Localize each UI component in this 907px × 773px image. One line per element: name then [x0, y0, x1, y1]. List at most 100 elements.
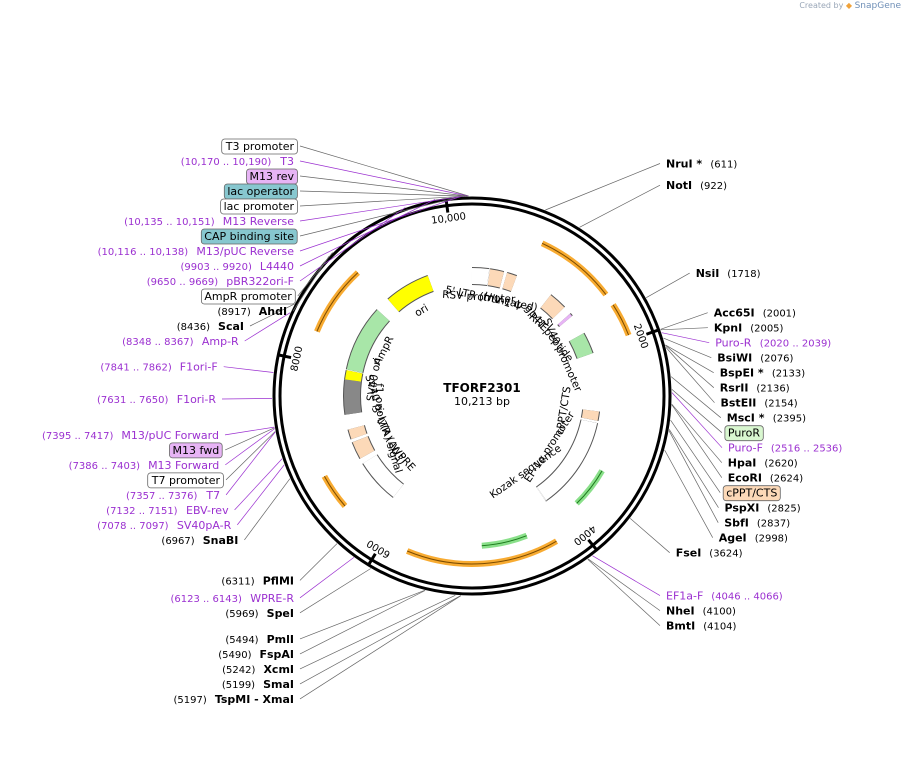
- primer-range-p8: (7395 .. 7417): [42, 431, 114, 442]
- primer-p12: SV40pA-R: [177, 519, 232, 532]
- enzyme-position-e9: (2395): [773, 414, 806, 425]
- primer-p7: F1ori-R: [177, 393, 217, 406]
- tick-label-10000: 10,000: [431, 211, 467, 226]
- primer-p9: M13 Forward: [148, 459, 219, 472]
- enzyme-site-e13: SbfI: [724, 517, 749, 530]
- enzyme-position-e3: (2001): [763, 309, 796, 320]
- leader-p14: [592, 556, 660, 596]
- plasmid-name: TFORF2301: [443, 381, 520, 395]
- enzyme-position-e21: (5490): [218, 650, 251, 661]
- primer-range-p10: (7357 .. 7376): [126, 491, 198, 502]
- enzyme-site-e25: SnaBI: [203, 534, 239, 547]
- tick-2000: [646, 330, 658, 334]
- enzyme-site-e6: BspEI *: [720, 367, 764, 380]
- enzyme-position-e6: (2133): [772, 369, 805, 380]
- primer-p11: EBV-rev: [186, 504, 229, 517]
- feature-arc-3: [546, 301, 559, 313]
- leader-p12: [237, 465, 284, 525]
- enzyme-position-e10: (2620): [764, 459, 797, 470]
- feature-arc-12: [352, 381, 353, 414]
- primer-p8: M13/pUC Forward: [121, 429, 219, 442]
- enzyme-site-e8: BstEII: [721, 397, 757, 410]
- leader-e17: [588, 559, 660, 625]
- leader-b0: [300, 146, 469, 196]
- primer-p5: Amp-R: [202, 335, 239, 348]
- enzyme-site-e14: AgeI: [719, 532, 747, 545]
- feature-arc-2: [505, 281, 514, 284]
- enzyme-position-e19: (5199): [222, 680, 255, 691]
- leader-b9: [671, 420, 721, 493]
- feature-tag-b6: M13 fwd: [173, 444, 220, 457]
- enzyme-position-e14: (2998): [755, 534, 788, 545]
- leader-e3: [661, 313, 708, 330]
- enzyme-site-e20: XcmI: [263, 663, 294, 676]
- primer-range-p12: (7078 .. 7097): [97, 521, 169, 532]
- enzyme-position-e0: (611): [710, 160, 737, 171]
- leader-b2: [300, 191, 466, 196]
- primer-range-p2: (10,116 .. 10,138): [98, 247, 189, 258]
- leader-p7: [222, 398, 272, 399]
- leader-e14: [665, 450, 713, 538]
- enzyme-position-e4: (2005): [750, 324, 783, 335]
- leader-e2: [646, 273, 690, 298]
- primer-range-p0: (10,170 .. 10,190): [181, 157, 272, 168]
- enzyme-site-e5: BsiWI: [717, 352, 752, 365]
- leader-e23: [300, 569, 371, 613]
- leader-e20: [300, 595, 455, 669]
- leader-b1: [300, 176, 467, 196]
- primer-range-p3: (9903 .. 9920): [180, 262, 252, 273]
- primer-range-p13: (6123 .. 6143): [170, 594, 242, 605]
- enzyme-site-e9: MscI *: [727, 412, 765, 425]
- primer-range-p1: (10,135 .. 10,151): [124, 217, 215, 228]
- enzyme-site-e23: SpeI: [267, 607, 294, 620]
- enzyme-position-e18: (5197): [174, 695, 207, 706]
- snapgene-watermark: Created by ◆ SnapGene: [799, 1, 901, 11]
- feature-arc-10: [360, 439, 367, 454]
- leader-e21: [300, 591, 425, 654]
- primer-p10: T7: [205, 489, 220, 502]
- primer-p6: F1ori-F: [180, 361, 218, 374]
- primer-p3: L4440: [260, 260, 294, 273]
- primer-p13: WPRE-R: [250, 592, 294, 605]
- feature-arc-5: [577, 337, 586, 356]
- leader-e11: [672, 405, 722, 478]
- enzyme-position-e11: (2624): [770, 474, 803, 485]
- feature-tag-b2: lac operator: [227, 185, 294, 198]
- leader-p0: [300, 161, 468, 196]
- leader-e15: [630, 518, 670, 552]
- primer-range-p11: (7132 .. 7151): [106, 506, 178, 517]
- primer-p0: T3: [279, 155, 294, 168]
- tick-label-6000: 6000: [365, 537, 392, 560]
- leader-e9: [671, 377, 721, 418]
- enzyme-position-e24: (6311): [221, 576, 254, 587]
- leader-e25: [244, 479, 290, 540]
- enzyme-position-e23: (5969): [225, 609, 258, 620]
- enzyme-position-e17: (4104): [703, 622, 736, 633]
- snapgene-logo-icon: ◆: [846, 1, 852, 10]
- leader-b8: [672, 389, 722, 432]
- enzyme-position-e15: (3624): [709, 549, 742, 560]
- enzyme-position-e16: (4100): [703, 607, 736, 618]
- feature-arc-4: [564, 319, 566, 321]
- enzyme-site-e1: NotI: [666, 179, 692, 192]
- enzyme-site-e10: HpaI: [728, 457, 757, 470]
- leader-p16: [672, 393, 722, 448]
- tick-label-2000: 2000: [631, 323, 650, 351]
- enzyme-site-e0: NruI *: [666, 158, 702, 171]
- primer-range-p7: (7631 .. 7650): [97, 395, 169, 406]
- leader-e24: [300, 544, 337, 581]
- leader-e22: [300, 590, 425, 639]
- enzyme-position-e25: (6967): [161, 536, 194, 547]
- enzyme-site-e3: Acc65I: [714, 307, 755, 320]
- enzyme-position-e12: (2825): [767, 504, 800, 515]
- feature-arc-0: [472, 276, 488, 277]
- primer-range-p6: (7841 .. 7862): [100, 363, 172, 374]
- cds-arc-4: [317, 273, 358, 332]
- enzyme-site-e17: BmtI: [666, 620, 695, 633]
- leader-e4: [661, 328, 708, 330]
- enzyme-position-e8: (2154): [764, 399, 797, 410]
- enzyme-position-e5: (2076): [760, 354, 793, 365]
- primer-range-p14: (4046 .. 4066): [711, 592, 783, 603]
- feature-arc-6: [590, 411, 591, 420]
- primer-p4: pBR322ori-F: [226, 275, 294, 288]
